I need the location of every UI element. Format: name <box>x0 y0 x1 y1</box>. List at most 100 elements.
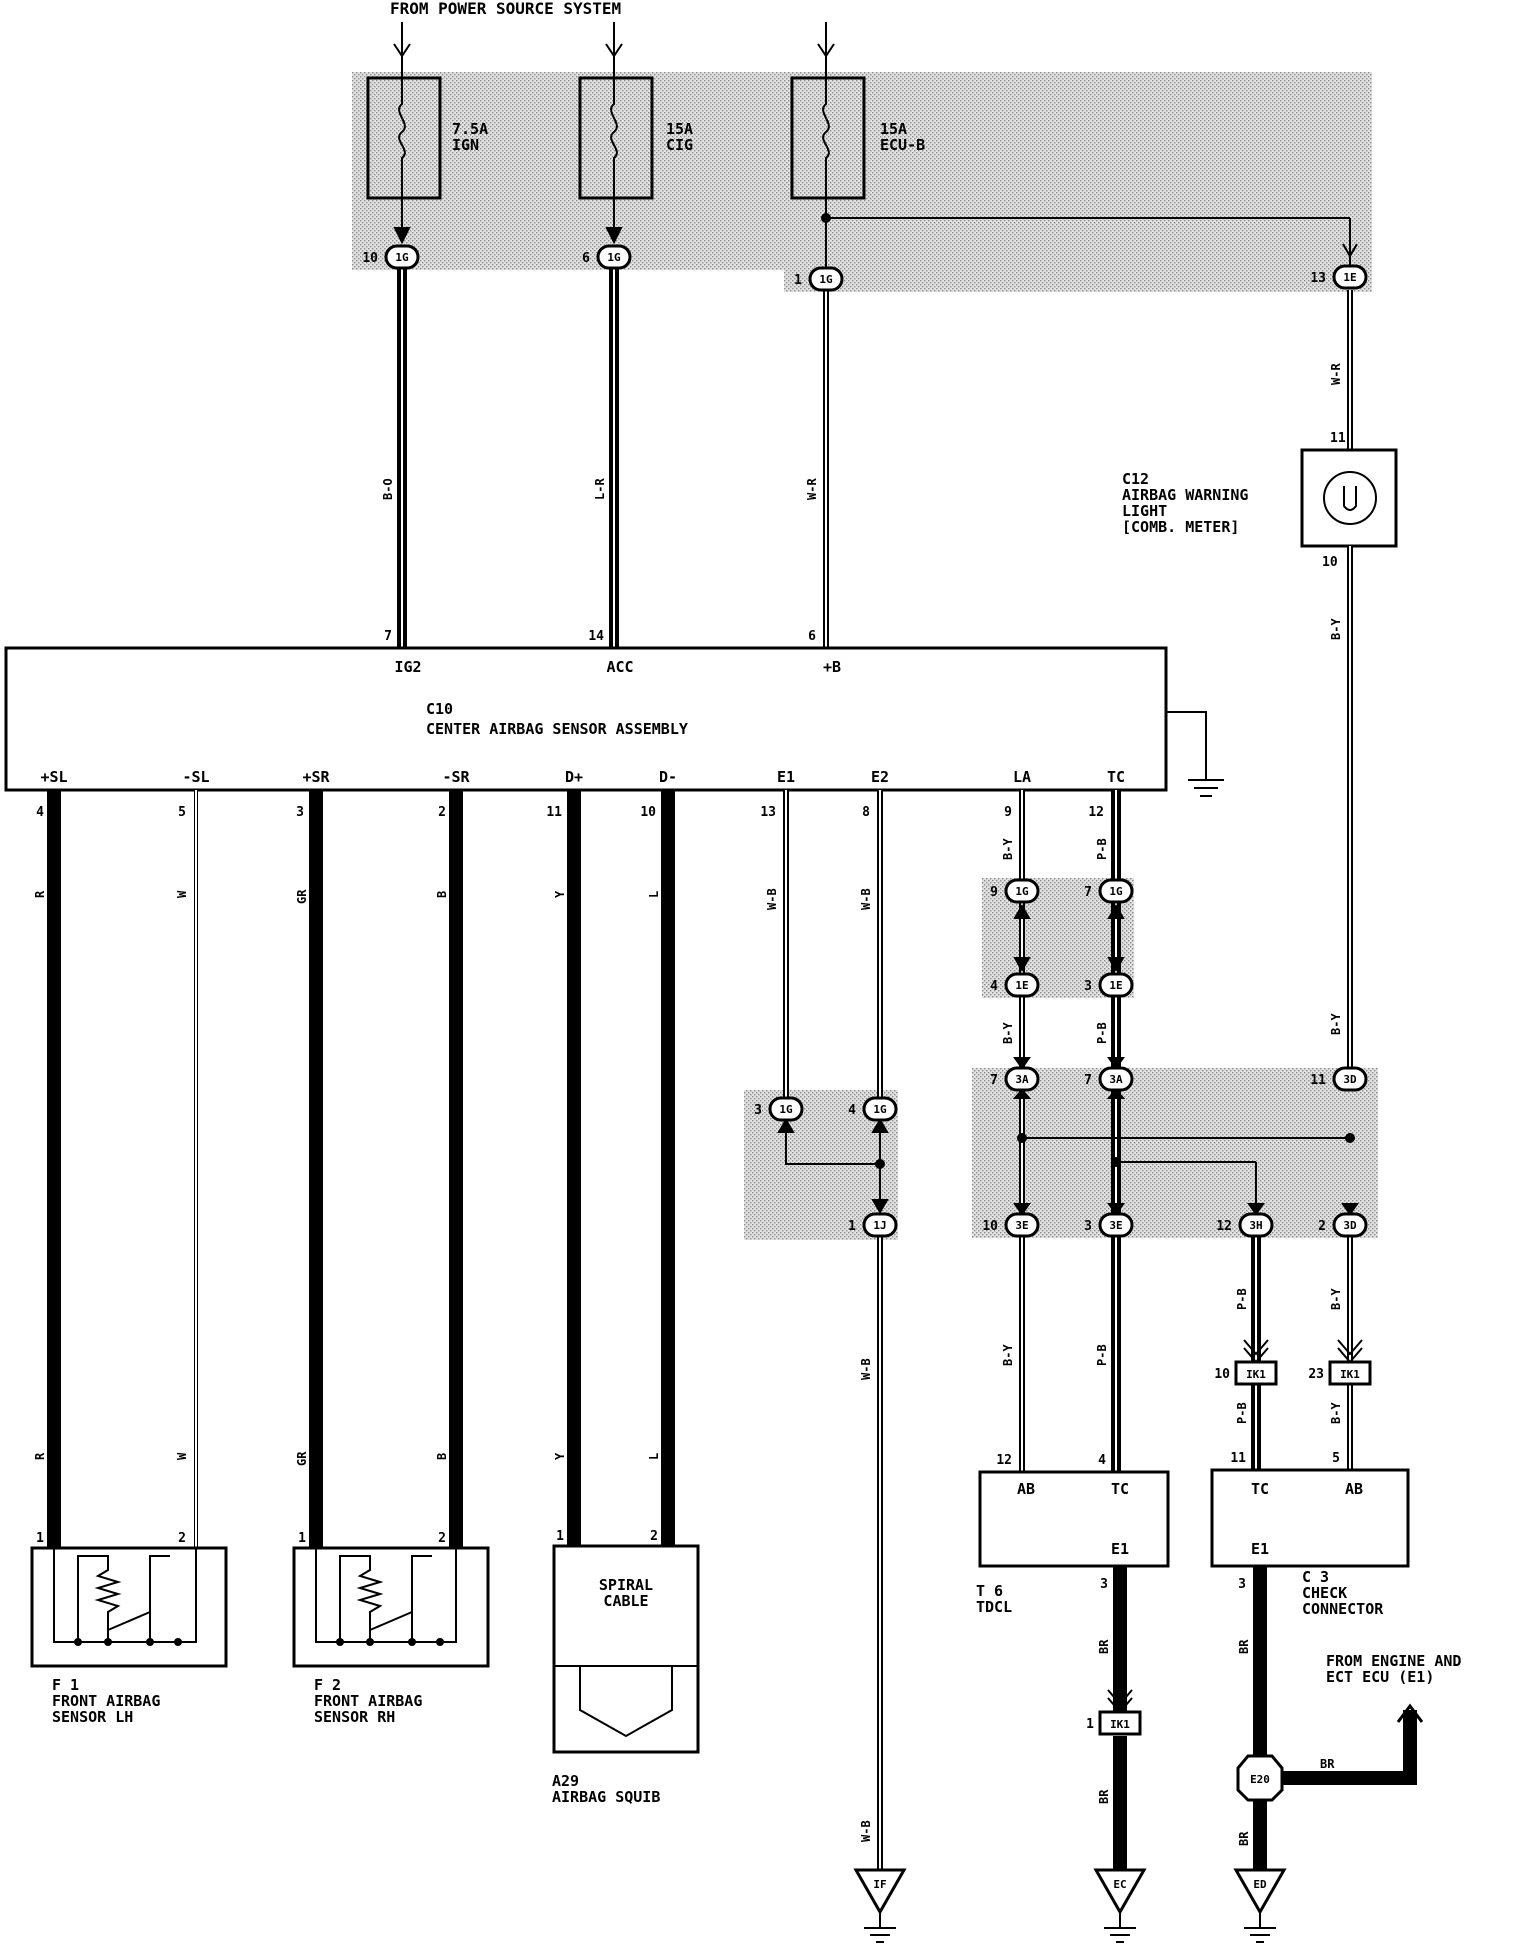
svg-text:11: 11 <box>1330 431 1346 446</box>
svg-text:W-B: W-B <box>859 1358 873 1380</box>
svg-text:+SL: +SL <box>40 768 67 786</box>
svg-text:7: 7 <box>384 629 392 644</box>
svg-text:B-Y: B-Y <box>1329 1288 1343 1310</box>
svg-text:W: W <box>175 1452 189 1460</box>
fuse-ign-name: IGN <box>452 136 479 154</box>
svg-text:E2: E2 <box>871 768 889 786</box>
fuse-ign-amp: 7.5A <box>452 120 488 138</box>
svg-text:11: 11 <box>1230 1451 1246 1466</box>
fuse-ecub-amp: 15A <box>880 120 907 138</box>
svg-text:IK1: IK1 <box>1246 1368 1266 1381</box>
ecu-line2: ECT ECU (E1) <box>1326 1668 1434 1686</box>
svg-text:1: 1 <box>1086 1717 1094 1732</box>
front-airbag-sensor-lh: 1 2 F 1 FRONT AIRBAG SENSOR LH <box>30 1531 228 1726</box>
svg-text:TC: TC <box>1111 1480 1129 1498</box>
diag-wire-colors: B-Y P-B B-Y P-B B-Y P-B P-B B-Y P-B B-Y <box>1001 838 1343 1424</box>
wire-color-ign: B-O <box>381 478 395 500</box>
junction-3a-la: 3A 7 <box>990 1066 1040 1092</box>
a29-code: A29 <box>552 1772 579 1790</box>
svg-text:12: 12 <box>1216 1219 1232 1234</box>
fuse-ign: 7.5A IGN <box>366 72 488 230</box>
sensor-wire-colors: R W GR B Y L R W GR B Y L <box>33 889 661 1466</box>
ik1-ground-connector: IK1 1 <box>1086 1689 1142 1736</box>
svg-text:1J: 1J <box>873 1219 886 1232</box>
svg-text:TC: TC <box>1251 1480 1269 1498</box>
wire-color-acc: L-R <box>593 478 607 500</box>
svg-text:3: 3 <box>1084 1219 1092 1234</box>
svg-text:ED: ED <box>1253 1878 1267 1891</box>
svg-text:3: 3 <box>754 1103 762 1118</box>
svg-text:W: W <box>175 890 189 898</box>
f1-line2: SENSOR LH <box>52 1708 133 1726</box>
svg-text:L: L <box>647 891 661 898</box>
svg-text:W-B: W-B <box>859 1820 873 1842</box>
svg-text:D+: D+ <box>565 768 583 786</box>
a29-name: AIRBAG SQUIB <box>552 1788 660 1806</box>
svg-text:7: 7 <box>990 1073 998 1088</box>
svg-text:BR: BR <box>1320 1757 1335 1771</box>
svg-text:4: 4 <box>990 979 998 994</box>
c12-line1: AIRBAG WARNING <box>1122 486 1248 504</box>
svg-text:3A: 3A <box>1109 1073 1123 1086</box>
svg-text:11: 11 <box>546 805 562 820</box>
svg-text:3D: 3D <box>1343 1073 1357 1086</box>
svg-text:9: 9 <box>1004 805 1012 820</box>
junction-3d-warn: 3D 11 <box>1310 1066 1368 1092</box>
splice-e20: E20 <box>1236 1754 1284 1802</box>
svg-text:+B: +B <box>823 658 841 676</box>
svg-text:B: B <box>435 891 449 898</box>
svg-text:1: 1 <box>556 1529 564 1544</box>
junction-1g-e1: 1G 3 <box>754 1096 804 1122</box>
c3-code: C 3 <box>1302 1568 1329 1586</box>
c3-line1: CHECK <box>1302 1584 1347 1602</box>
svg-text:AB: AB <box>1017 1480 1035 1498</box>
svg-text:10: 10 <box>1322 555 1338 570</box>
center-airbag-sensor-assembly: 7 14 6 IG2 ACC +B C10 CENTER AIRBAG SENS… <box>4 629 1168 820</box>
svg-text:P-B: P-B <box>1235 1288 1249 1310</box>
svg-text:L: L <box>647 1453 661 1460</box>
svg-text:10: 10 <box>362 251 378 266</box>
svg-text:E1: E1 <box>1111 1540 1129 1558</box>
svg-text:CABLE: CABLE <box>603 1592 648 1610</box>
svg-text:IK1: IK1 <box>1340 1368 1360 1381</box>
svg-text:+SR: +SR <box>302 768 330 786</box>
svg-text:D-: D- <box>659 768 677 786</box>
wire-color-ecub: W-R <box>805 478 819 500</box>
ground-ed: ED <box>1233 1868 1287 1943</box>
svg-text:1E: 1E <box>1015 979 1028 992</box>
fuse-cig: 15A CIG <box>578 72 693 230</box>
svg-text:-SL: -SL <box>182 768 209 786</box>
top-wires <box>397 268 1353 648</box>
fuse-cig-amp: 15A <box>666 120 693 138</box>
f1-code: F 1 <box>52 1676 79 1694</box>
svg-text:1G: 1G <box>395 251 409 264</box>
svg-text:W-B: W-B <box>859 888 873 910</box>
svg-text:6: 6 <box>808 629 816 644</box>
svg-text:B-Y: B-Y <box>1329 1402 1343 1424</box>
svg-text:9: 9 <box>990 885 998 900</box>
junction-1g-ign: 1G 10 <box>362 244 420 270</box>
f2-code: F 2 <box>314 1676 341 1694</box>
svg-text:2: 2 <box>1318 1219 1326 1234</box>
svg-text:P-B: P-B <box>1095 1022 1109 1044</box>
svg-text:BR: BR <box>1237 1639 1251 1654</box>
svg-text:3: 3 <box>1100 1577 1108 1592</box>
top-junction-arrows <box>393 227 623 245</box>
junction-1j: 1J 1 <box>848 1212 898 1238</box>
svg-text:1G: 1G <box>1109 885 1123 898</box>
svg-text:LA: LA <box>1013 768 1031 786</box>
f2-line1: FRONT AIRBAG <box>314 1692 422 1710</box>
svg-text:IF: IF <box>873 1878 886 1891</box>
svg-text:B: B <box>435 1453 449 1460</box>
wire-color-warn-out: B-Y <box>1329 618 1343 640</box>
junction-block-shading-low <box>972 1068 1378 1238</box>
svg-text:3E: 3E <box>1015 1219 1028 1232</box>
c12-code: C12 <box>1122 470 1149 488</box>
junction-1g-acc: 1G 6 <box>582 244 632 270</box>
svg-text:14: 14 <box>588 629 604 644</box>
svg-text:E1: E1 <box>777 768 795 786</box>
e-junction-links <box>777 1118 889 1214</box>
svg-text:P-B: P-B <box>1235 1402 1249 1424</box>
svg-text:3E: 3E <box>1109 1219 1122 1232</box>
